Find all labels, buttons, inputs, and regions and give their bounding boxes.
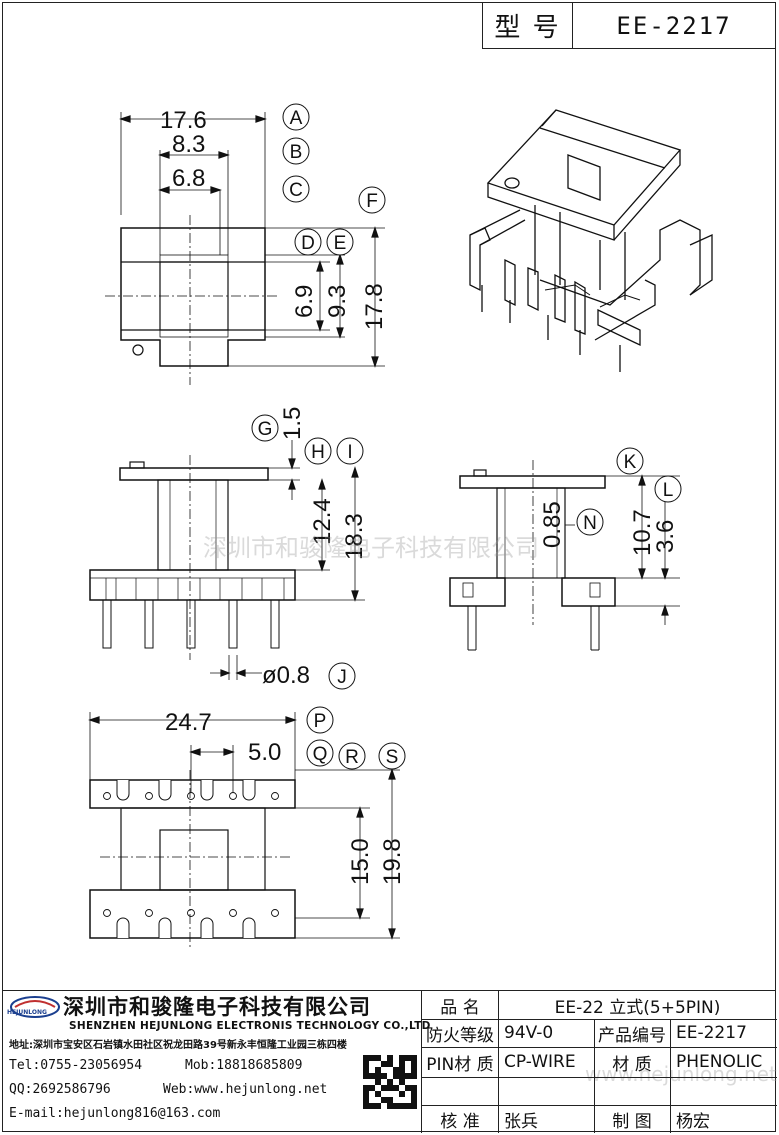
contact-web: Web:www.hejunlong.net (163, 1081, 328, 1097)
callout-h: H (304, 437, 332, 465)
callout-s: S (378, 742, 406, 770)
dim-5-0: 5.0 (248, 739, 281, 766)
callout-letter: J (337, 667, 347, 688)
dim-17-6: 17.6 (160, 107, 207, 134)
dim-pin-dia: ø0.8 (262, 662, 310, 689)
dim-3-6: 3.6 (652, 520, 679, 553)
dimension-labels: 17.6 8.3 6.8 6.9 9.3 17.8 1.5 12.4 18.3 … (160, 107, 679, 885)
model-value-cell: EE-2217 (572, 3, 776, 49)
callout-e: E (326, 228, 354, 256)
dim-1-5: 1.5 (279, 407, 306, 440)
value-name: EE-22 立式(5+5PIN) (554, 997, 721, 1018)
callout-letter: B (290, 142, 303, 163)
model-label-cell: 型 号 (482, 3, 573, 49)
dim-15-0: 15.0 (347, 838, 374, 885)
company-address: 地址:深圳市宝安区石岩镇水田社区祝龙田路39号新永丰恒隆工业园三栋四楼 (9, 1039, 347, 1051)
contact-email: E-mail:hejunlong816@163.com (9, 1105, 221, 1121)
company-name-cn: 深圳市和骏隆电子科技有限公司 (63, 995, 371, 1019)
value-pin: CP-WIRE (504, 1052, 576, 1072)
title-block: HEJUNLONG 深圳市和骏隆电子科技有限公司 SHENZHEN HEJUNL… (3, 990, 777, 1133)
value-fire: 94V-0 (504, 1023, 554, 1043)
spec-table: 品 名 EE-22 立式(5+5PIN) 防火等级 94V-0 产品编号 EE-… (421, 991, 777, 1133)
dim-18-3: 18.3 (341, 513, 368, 560)
contact-mob: Mob:18818685809 (185, 1057, 303, 1073)
contact-qq: QQ:2692586796 (9, 1081, 111, 1097)
callout-letter: N (583, 513, 597, 534)
dim-6-8: 6.8 (172, 165, 205, 192)
logo-text: HEJUNLONG (7, 1009, 47, 1016)
model-value: EE-2217 (616, 11, 732, 40)
label-pin: PIN材 质 (426, 1054, 494, 1075)
company-logo: HEJUNLONG (7, 995, 61, 1019)
dim-24-7: 24.7 (165, 709, 212, 736)
dim-0-85: 0.85 (539, 501, 566, 548)
callout-letter: H (311, 442, 325, 463)
callout-d: D (294, 228, 322, 256)
label-name: 品 名 (440, 997, 480, 1018)
label-check: 核 准 (440, 1111, 480, 1132)
callout-k: K (616, 447, 644, 475)
callout-c: C (282, 175, 310, 203)
callout-l: L (654, 475, 682, 503)
label-material: 材 质 (612, 1054, 652, 1075)
value-material: PHENOLIC (676, 1052, 763, 1072)
top-view (105, 112, 385, 385)
callout-g: G (251, 414, 279, 442)
callout-letter: E (334, 233, 347, 254)
callout-a: A (282, 103, 310, 131)
callout-letter: L (663, 480, 674, 501)
company-name-en: SHENZHEN HEJUNLONG ELECTRONIS TECHNOLOGY… (69, 1020, 431, 1032)
callout-r: R (338, 742, 366, 770)
label-fire: 防火等级 (426, 1025, 494, 1046)
callout-letter: I (347, 442, 352, 463)
callout-letter: P (314, 711, 327, 732)
callout-letter: R (345, 747, 359, 768)
callout-j: J (328, 662, 356, 690)
callout-f: F (358, 186, 386, 214)
callout-i: I (336, 437, 364, 465)
bottom-view (88, 712, 400, 950)
callout-letter: F (366, 191, 378, 212)
dim-9-3: 9.3 (324, 285, 351, 318)
contact-tel: Tel:0755-23056954 (9, 1057, 143, 1073)
callout-letter: S (386, 747, 399, 768)
callout-b: B (282, 137, 310, 165)
callout-p: P (306, 706, 334, 734)
front-view (89, 440, 365, 680)
value-check: 张兵 (504, 1111, 538, 1132)
qr-code (363, 1055, 417, 1109)
callout-letter: A (290, 108, 303, 129)
dim-12-4: 12.4 (309, 498, 336, 545)
dim-10-7: 10.7 (629, 509, 656, 556)
callout-letter: Q (313, 744, 328, 765)
isometric-view (469, 109, 713, 372)
callout-letter: K (624, 452, 637, 473)
callout-letter: C (289, 180, 303, 201)
dim-6-9: 6.9 (291, 285, 318, 318)
label-draw: 制 图 (612, 1111, 652, 1132)
callout-q: Q (306, 739, 334, 767)
model-label: 型 号 (494, 13, 561, 43)
callout-n: N (576, 508, 604, 536)
value-draw: 杨宏 (676, 1111, 710, 1132)
callout-letter: D (301, 233, 315, 254)
value-code: EE-2217 (676, 1023, 747, 1043)
callout-letter: G (258, 419, 273, 440)
label-code: 产品编号 (598, 1025, 666, 1046)
dim-17-8: 17.8 (361, 283, 388, 330)
dim-19-8: 19.8 (379, 838, 406, 885)
dim-8-3: 8.3 (172, 131, 205, 158)
